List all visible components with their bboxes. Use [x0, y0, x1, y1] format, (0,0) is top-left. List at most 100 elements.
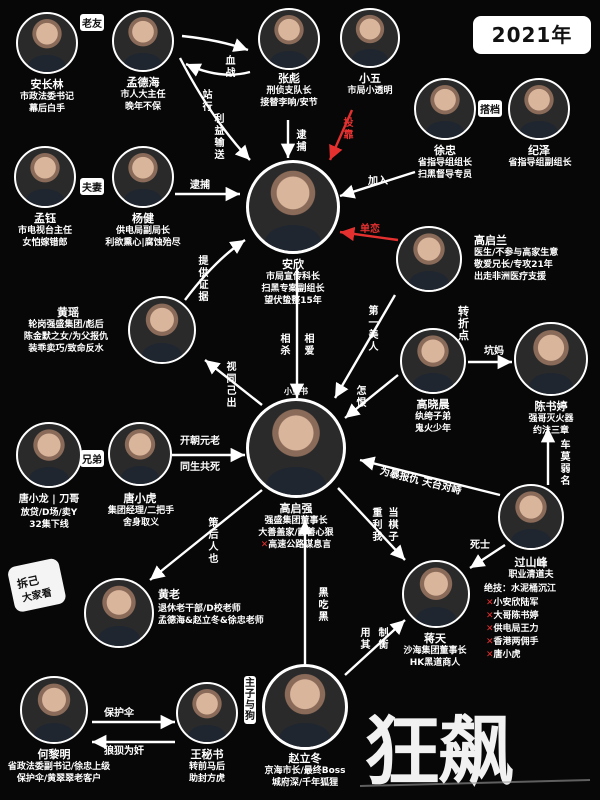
desc-he-liming-1: 省政法委副书记/徐忠上级 — [7, 762, 111, 772]
desc-tang-xiaolong-0: 唐小龙 | 刀哥 — [18, 494, 80, 505]
edge-label-huang-to-gao: 视同己出 — [226, 362, 237, 409]
name-tang-xiaohu: 唐小虎 — [123, 492, 157, 505]
desc-huang-yao-2: 陈金默之女/为父报仇 — [23, 332, 109, 342]
avatar-xu-zhong — [414, 78, 476, 140]
name-wang-mishu: 王秘书 — [190, 748, 224, 761]
title-logo: 狂飙 — [360, 707, 591, 792]
edge-zhao-jiang — [344, 619, 406, 676]
guo-kill-1: ✕小安欣陆军 — [486, 598, 539, 608]
desc-yang-jian-1: 供电局副局长 — [115, 226, 170, 236]
desc-wang-mishu-1: 转前马后 — [188, 762, 225, 772]
desc-he-liming-2: 保护伞/黄翠翠老客户 — [16, 774, 102, 784]
name-yang-jian: 杨健 — [132, 212, 154, 225]
guo-kills-title: 绝技：水泥桶沉江 — [484, 584, 557, 594]
desc-an-changlin-1: 市政法委书记 — [19, 92, 74, 102]
desc-an-changlin-2: 幕后白手 — [28, 104, 65, 114]
edge-label-meng-to-zhang: 血战 — [225, 56, 236, 79]
edge-label-zhao-to-gao: 黑吃黑 — [318, 588, 329, 623]
edge-label-gaoqilan-to-anxin: 单恋 — [360, 224, 380, 235]
desc-tang-xiaohu-1: 集团经理/二把手 — [107, 506, 175, 516]
name-guo-shanfeng: 过山峰 — [514, 556, 548, 569]
avatar-yang-jian — [112, 146, 174, 208]
edge-label-gao-to-huanglao: 策后人也 — [208, 518, 219, 565]
desc-zhao-lidong-2: 城府深/千年狐狸 — [271, 778, 339, 788]
name-xu-zhong: 徐忠 — [434, 144, 456, 157]
name-gao-xiaochen: 高晓晨 — [416, 398, 450, 411]
tag-xiongdi: 兄弟 — [80, 450, 104, 467]
guo-kill-3: ✕供电局王力 — [486, 624, 539, 634]
edge-an-meng — [178, 57, 251, 161]
doodle-sticker: 拆己 大家看 — [8, 558, 66, 612]
edge-gaoqilan-anxin — [339, 226, 399, 242]
desc-xiao-wu-1: 市局小透明 — [347, 86, 393, 96]
desc-jiang-tian-1: 沙海集团董事长 — [403, 646, 467, 656]
desc-tang-xiaolong-2: 32集下线 — [29, 520, 69, 530]
guo-kill-5: ✕唐小虎 — [486, 650, 521, 660]
desc-gao-qiqiang-2: 大善盖家/面善心狠 — [258, 528, 334, 538]
desc-huang-yao-1: 轮岗强盛集团/彪后 — [28, 320, 104, 330]
desc-huang-yao-3: 装乖卖巧/致命反水 — [28, 344, 104, 354]
avatar-ji-ze — [508, 78, 570, 140]
desc-zhang-biao-1: 刑侦支队长 — [266, 86, 312, 96]
desc-tang-xiaohu-2: 舍身取义 — [122, 518, 159, 528]
desc-wang-mishu-2: 助封方虎 — [188, 774, 225, 784]
edge-label-an-to-meng: 利益输送 — [214, 114, 225, 161]
avatar-huang-yao — [128, 296, 196, 364]
desc-chen-shuting-2: 约法三章 — [532, 426, 569, 436]
edge-meng-zhang — [181, 34, 249, 52]
desc-jiang-tian-2: HK黑道商人 — [409, 658, 461, 668]
edge-xu-anxin — [339, 170, 416, 199]
edge-label-guo-to-jiang: 死士 — [470, 540, 490, 551]
avatar-huang-lao — [84, 578, 154, 648]
avatar-tang-xiaohu — [108, 422, 172, 486]
tag-dadang: 搭档 — [478, 100, 502, 117]
desc-meng-yu-1: 市电视台主任 — [17, 226, 72, 236]
desc-ji-ze-1: 省指导组副组长 — [508, 158, 572, 168]
avatar-gao-qilan — [396, 226, 462, 292]
name-zhang-biao: 张彪 — [278, 72, 300, 85]
desc-an-xin-1: 市局宣传科长 — [265, 272, 320, 282]
avatar-chen-shuting — [514, 322, 588, 396]
desc-huang-lao-2: 孟德海&赵立冬&徐忠老师 — [158, 616, 264, 626]
edge-label-huang-to-anxin: 提供证据 — [198, 256, 209, 303]
edge-gaoqilan-gao — [333, 294, 397, 399]
edge-label-xu-to-anxin: 加入 — [368, 176, 388, 187]
name-chen-shuting: 陈书婷 — [534, 400, 568, 413]
desc-gao-qilan-2: 敬爱兄长/专攻21年 — [474, 260, 553, 270]
avatar-meng-yu — [14, 146, 76, 208]
edge-label-gao-to-jiang-2: 当棋子 — [388, 508, 399, 543]
desc-gao-xiaochen-2: 鬼火少年 — [414, 424, 451, 434]
edge-label-yang-to-anxin: 逮捕 — [190, 180, 210, 191]
tag-laoyou: 老友 — [80, 14, 104, 31]
desc-gao-qiqiang-3: ✕高速公路谋息言 — [260, 540, 332, 550]
avatar-wang-mishu — [176, 682, 238, 744]
desc-chen-shuting-1: 强哥灭火器 — [528, 414, 574, 424]
name-meng-yu: 孟钰 — [34, 212, 56, 225]
edge-gao-jiang — [337, 487, 406, 561]
desc-zhao-lidong-1: 京海市长/最终Boss — [264, 766, 346, 776]
edge-label-zhao-to-jiang-1: 用其 — [360, 628, 371, 651]
desc-huang-lao-1: 退休老干部/D校老师 — [158, 604, 241, 614]
desc-zhang-biao-2: 接替李响/安节 — [260, 98, 318, 108]
edge-label-zhuanzhedian: 转折点 — [458, 305, 469, 342]
edge-label-gaoxiaochen-to-gao: 怎恨 — [356, 386, 367, 409]
name-jiang-tian: 蒋天 — [424, 632, 446, 645]
edge-label-tang-to-gao-2: 同生共死 — [180, 462, 220, 473]
name-zhao-lidong: 赵立冬 — [288, 752, 322, 765]
edge-label-gao-to-jiang-1: 重利我 — [372, 508, 383, 543]
desc-yang-jian-2: 利欲熏心|腐蚀殆尽 — [105, 238, 181, 248]
guo-kill-2: ✕大哥陈书婷 — [486, 611, 539, 621]
desc-an-xin-3: 望伏蛰整15年 — [264, 296, 322, 306]
desc-tang-xiaolong-1: 放贷/D场/卖Y — [20, 508, 78, 518]
desc-guo-shanfeng-1: 职业清道夫 — [508, 570, 554, 580]
edge-label-zhao-to-jiang-2: 制衡 — [378, 628, 389, 651]
avatar-an-xin — [246, 160, 340, 254]
edge-label-anxin-gao-left: 相杀 — [280, 334, 291, 357]
name-meng-dehai: 孟德海 — [126, 76, 160, 89]
avatar-zhang-biao — [258, 8, 320, 70]
edge-zhang-meng — [185, 62, 251, 77]
edge-guo-gao — [359, 456, 501, 497]
avatar-tang-xiaolong — [16, 422, 82, 488]
name-ji-ze: 纪泽 — [528, 144, 550, 157]
